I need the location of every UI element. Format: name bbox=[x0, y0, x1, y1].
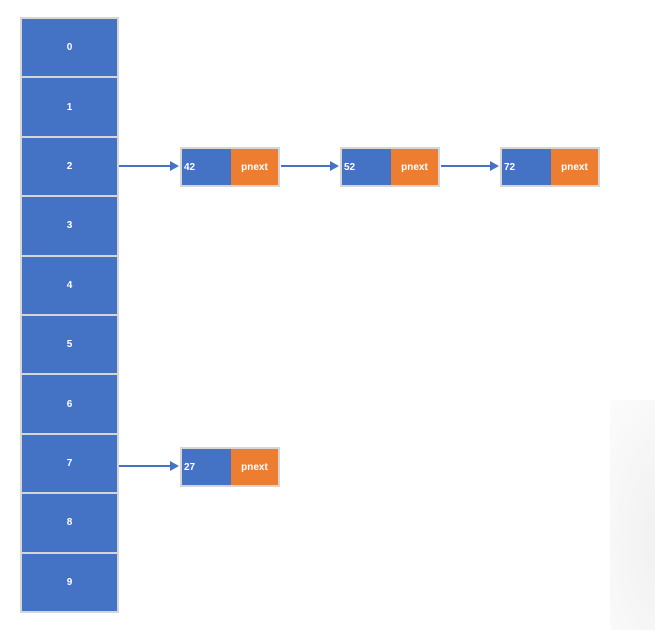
hash-cell-7: 7 bbox=[22, 434, 117, 495]
hash-cell-2: 2 bbox=[22, 137, 117, 198]
list-node-72: 72 pnext bbox=[500, 147, 600, 187]
hash-cell-label: 7 bbox=[66, 458, 73, 470]
hash-cell-label: 5 bbox=[66, 339, 73, 351]
hash-cell-0: 0 bbox=[22, 19, 117, 79]
arrow-bucket2-to-node42 bbox=[119, 161, 179, 171]
node-pointer: pnext bbox=[551, 149, 598, 185]
hash-cell-label: 4 bbox=[66, 279, 73, 291]
hash-cell-3: 3 bbox=[22, 197, 117, 257]
node-pointer: pnext bbox=[391, 149, 438, 185]
node-value: 52 bbox=[342, 149, 391, 185]
arrow-shaft bbox=[441, 165, 490, 167]
hash-cell-9: 9 bbox=[22, 553, 117, 612]
node-value: 27 bbox=[182, 449, 231, 485]
arrow-shaft bbox=[119, 465, 170, 467]
arrow-node42-to-node52 bbox=[281, 161, 339, 171]
hash-cell-label: 2 bbox=[66, 161, 73, 173]
node-value: 42 bbox=[182, 149, 231, 185]
hash-cell-label: 3 bbox=[66, 220, 73, 232]
hash-cell-1: 1 bbox=[22, 78, 117, 138]
hash-cell-label: 9 bbox=[66, 576, 73, 588]
arrow-head-icon bbox=[170, 461, 179, 471]
hash-cell-5: 5 bbox=[22, 316, 117, 376]
list-node-52: 52 pnext bbox=[340, 147, 440, 187]
hash-cell-label: 0 bbox=[66, 42, 73, 54]
hash-cell-6: 6 bbox=[22, 375, 117, 435]
hash-cell-label: 8 bbox=[66, 517, 73, 529]
arrow-head-icon bbox=[490, 161, 499, 171]
hash-cell-label: 6 bbox=[66, 398, 73, 410]
arrow-shaft bbox=[119, 165, 170, 167]
list-node-27: 27 pnext bbox=[180, 447, 280, 487]
node-value: 72 bbox=[502, 149, 551, 185]
hash-cell-label: 1 bbox=[66, 101, 73, 113]
node-pointer: pnext bbox=[231, 149, 278, 185]
node-pointer: pnext bbox=[231, 449, 278, 485]
arrow-head-icon bbox=[170, 161, 179, 171]
hash-table-array: 0 1 2 3 4 5 6 7 8 9 bbox=[20, 17, 119, 613]
arrow-bucket7-to-node27 bbox=[119, 461, 179, 471]
hash-cell-4: 4 bbox=[22, 256, 117, 317]
hash-cell-8: 8 bbox=[22, 494, 117, 554]
list-node-42: 42 pnext bbox=[180, 147, 280, 187]
arrow-shaft bbox=[281, 165, 330, 167]
arrow-head-icon bbox=[330, 161, 339, 171]
page-edge-shadow bbox=[610, 400, 655, 630]
arrow-node52-to-node72 bbox=[441, 161, 499, 171]
